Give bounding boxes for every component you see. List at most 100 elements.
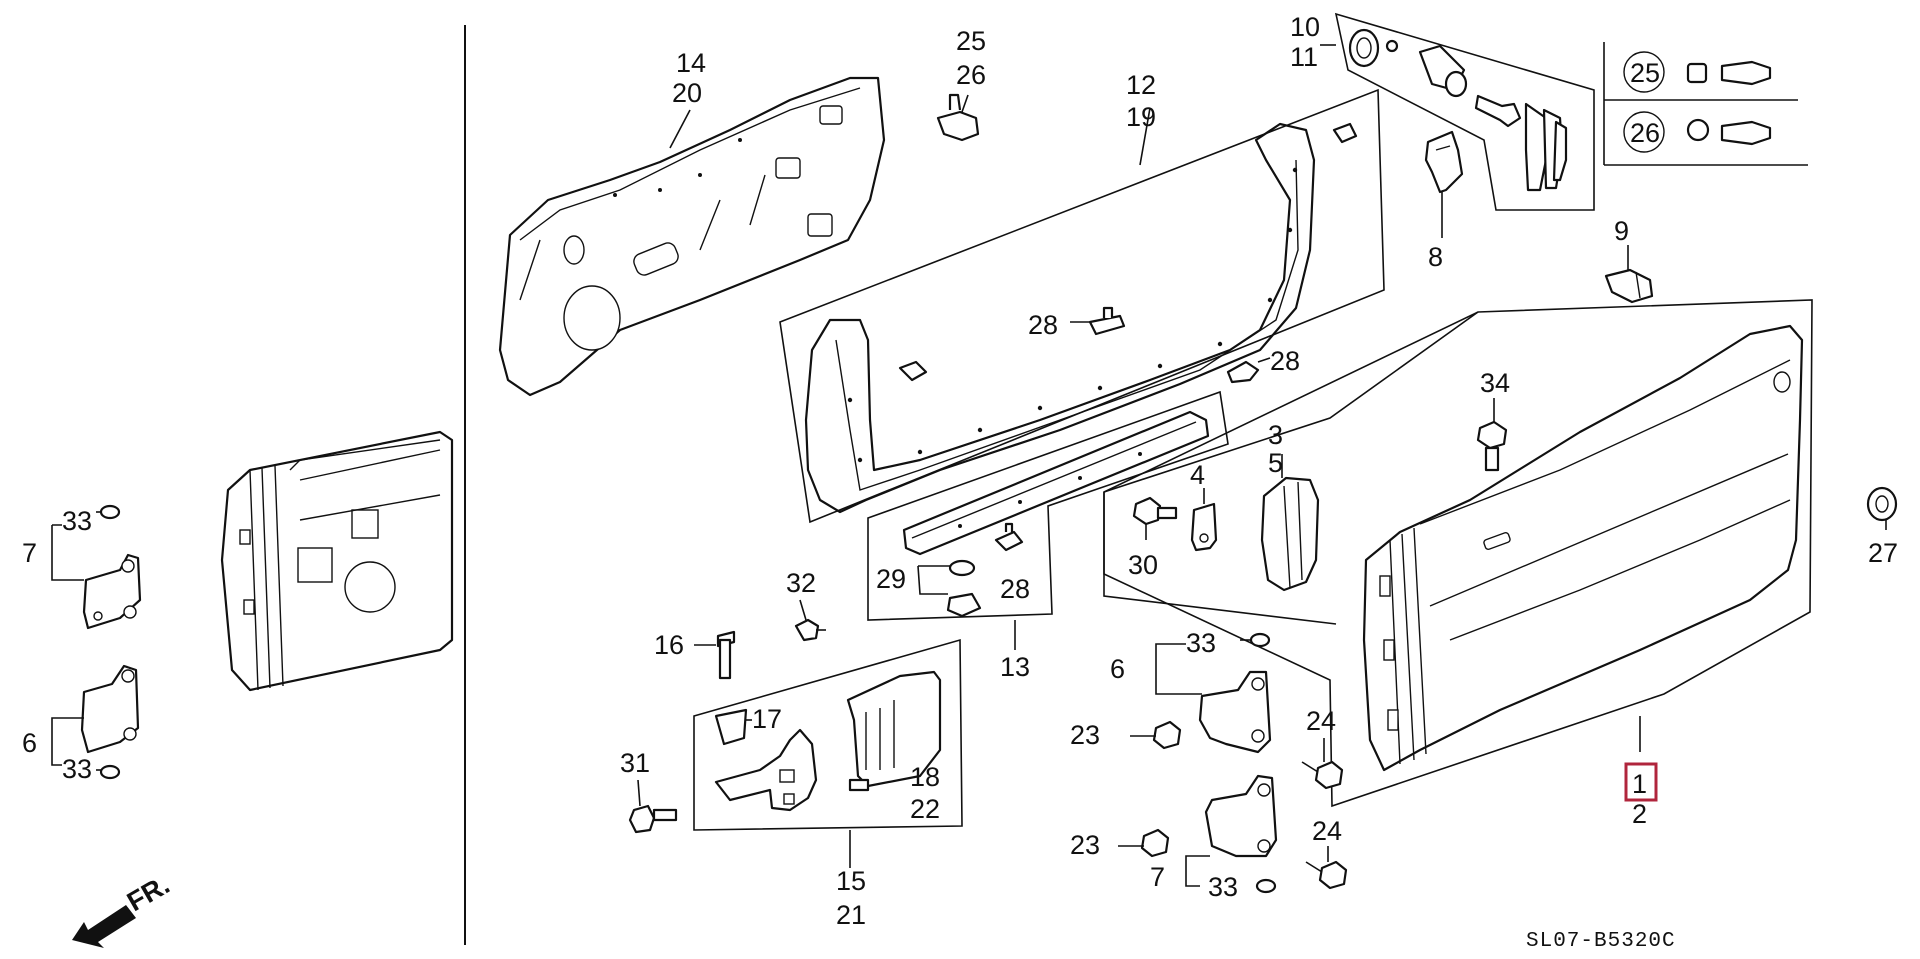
leader-6-left: [51, 717, 84, 766]
callout-3: 3: [1268, 420, 1283, 450]
callout-27: 27: [1868, 538, 1898, 568]
bracket-box-13: [867, 390, 1229, 621]
highlighted-callout-frame: [1624, 762, 1658, 802]
leader-25: [961, 94, 969, 113]
callout-21: 21: [836, 900, 866, 930]
callout-30: 30: [1128, 550, 1158, 580]
bracket-box-12: [779, 88, 1385, 524]
callout-32: 32: [786, 568, 816, 598]
door-hinge-7: [1204, 774, 1278, 858]
callout-6-left: 6: [22, 728, 37, 758]
bolt-23-lower: [1140, 828, 1170, 858]
callout-16: 16: [654, 630, 684, 660]
callout-31: 31: [620, 748, 650, 778]
callout-28-right: 28: [1270, 346, 1300, 376]
leader-29: [917, 565, 950, 595]
plug-27: [1866, 486, 1898, 522]
leader-7-right: [1185, 855, 1210, 887]
callout-33-left-lower: 33: [62, 754, 92, 784]
callout-18: 18: [910, 762, 940, 792]
front-marker-label: FR.: [122, 869, 175, 917]
legend-label-26: 26: [1630, 118, 1660, 148]
callout-14: 14: [676, 48, 706, 78]
callout-34: 34: [1480, 368, 1510, 398]
callout-4: 4: [1190, 460, 1205, 490]
door-weatherstrip-12: [804, 122, 1316, 514]
bolt-31: [628, 804, 678, 834]
door-check-arm-15: [714, 728, 818, 812]
leader-31: [637, 779, 641, 807]
bolt-32: [794, 618, 826, 642]
bolt-24-lower: [1305, 860, 1348, 890]
callout-13: 13: [1000, 652, 1030, 682]
leader-7-left: [51, 524, 84, 581]
left-washers: [99, 504, 121, 780]
callout-17: 17: [752, 704, 782, 734]
bracket-box-15: [693, 638, 963, 831]
door-hinge-6: [1198, 670, 1272, 754]
key-set-11: [1474, 94, 1568, 192]
callout-7-right: 7: [1150, 862, 1165, 892]
rubber-stopper-9: [1604, 268, 1654, 304]
callout-7-left: 7: [22, 538, 37, 568]
callout-5: 5: [1268, 448, 1283, 478]
latch-4: [1190, 502, 1218, 552]
callout-26: 26: [956, 60, 986, 90]
car-body-side-panel: [220, 430, 454, 692]
leader-14: [669, 109, 691, 149]
callout-20: 20: [672, 78, 702, 108]
fastener-legend: 25 26: [1603, 42, 1808, 166]
front-direction-arrow: FR.: [72, 869, 175, 948]
washer-33-lower-right: [1255, 878, 1277, 894]
lock-clip-8: [1424, 130, 1464, 194]
callout-23-lower: 23: [1070, 830, 1100, 860]
legend-circle-25: [1623, 51, 1665, 93]
bolt-24-upper: [1301, 760, 1344, 790]
clip-29: [946, 559, 982, 618]
callout-6-right: 6: [1110, 654, 1125, 684]
diagram-code: SL07-B5320C: [1526, 930, 1676, 953]
bolt-30: [1132, 496, 1178, 526]
clip-25-26: [936, 93, 980, 142]
bracket-3-5: [1260, 476, 1320, 592]
leader-32: [799, 599, 807, 621]
callout-25: 25: [956, 26, 986, 56]
callout-33-left-upper: 33: [62, 506, 92, 536]
bracket-box-10: [1334, 12, 1595, 211]
callout-33-right-lower: 33: [1208, 872, 1238, 902]
bolt-23-upper: [1152, 720, 1182, 750]
clip-28-lower: [994, 522, 1024, 552]
leader-28-right: [1257, 357, 1271, 363]
callout-9: 9: [1614, 216, 1629, 246]
callout-29: 29: [876, 564, 906, 594]
check-cap-17: [714, 708, 748, 746]
callout-23-upper: 23: [1070, 720, 1100, 750]
callout-10: 10: [1290, 12, 1320, 42]
clip-28-right: [1226, 360, 1260, 384]
door-trim-panel-14: [498, 76, 886, 397]
callout-12: 12: [1126, 70, 1156, 100]
door-shell-1: [1362, 324, 1804, 772]
left-lower-hinge-6: [80, 664, 140, 754]
legend-label-25: 25: [1630, 58, 1660, 88]
callout-15: 15: [836, 866, 866, 896]
bolt-34: [1476, 420, 1508, 472]
callout-24-lower: 24: [1312, 816, 1342, 846]
sill-molding-13: [902, 410, 1210, 556]
clip-28-upper: [1088, 306, 1126, 336]
callout-33-right-upper: 33: [1186, 628, 1216, 658]
lock-cylinder-10: [1348, 28, 1468, 98]
callout-2: 2: [1632, 799, 1647, 829]
callout-11: 11: [1290, 42, 1318, 72]
left-upper-hinge-7: [82, 553, 142, 630]
callout-24-upper: 24: [1306, 706, 1336, 736]
leader-12: [1139, 107, 1151, 166]
callout-22: 22: [910, 794, 940, 824]
callout-1: 1: [1632, 769, 1647, 799]
legend-circle-26: [1623, 111, 1665, 153]
pin-16: [716, 630, 736, 680]
callout-8: 8: [1428, 242, 1443, 272]
callout-19: 19: [1126, 102, 1156, 132]
